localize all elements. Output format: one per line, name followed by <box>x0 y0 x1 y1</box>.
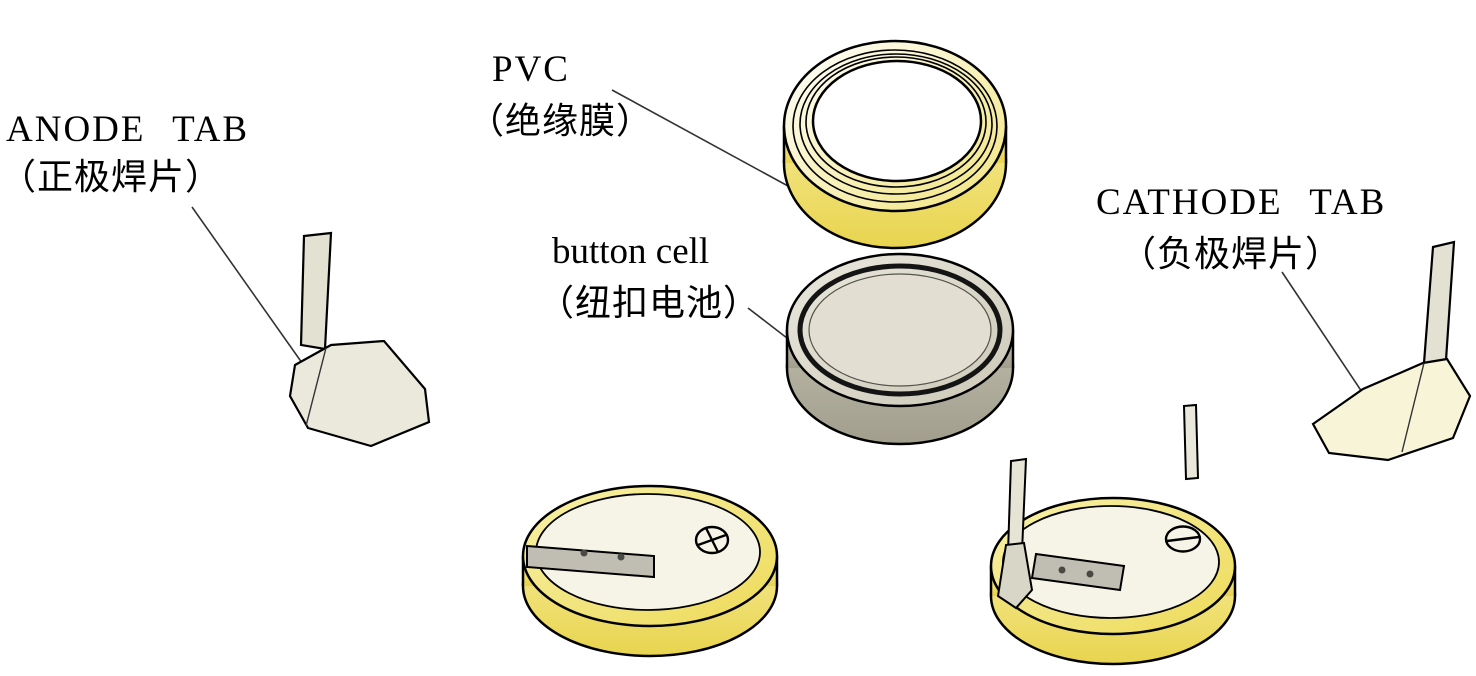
pvc-label-zh: （绝缘膜） <box>468 101 654 141</box>
weld-spot <box>1086 570 1094 578</box>
button-cell-label-en: button cell <box>552 231 710 272</box>
anode-tab-crease <box>305 347 327 427</box>
anode-tab-pad <box>288 339 431 448</box>
cathode-cell-back-tab <box>1182 403 1200 481</box>
anode-tab-stem <box>299 231 333 351</box>
pvc-ring-rim-line-mid <box>799 53 993 195</box>
anode-tab-label-en: ANODE TAB <box>6 109 250 150</box>
cathode-cell-front-tab-strip <box>1006 457 1028 555</box>
cell-with-cathode-tab <box>989 403 1237 666</box>
pvc-ring <box>782 39 1008 250</box>
button-cell <box>785 252 1015 446</box>
minus-polarity-icon <box>1164 525 1202 553</box>
cathode-tab-pad <box>1311 357 1472 462</box>
weld-spot <box>617 553 625 561</box>
cathode-tab-crease <box>1401 362 1425 453</box>
weld-spot <box>1058 566 1066 574</box>
pvc-ring-hole <box>811 59 983 183</box>
button-cell-gasket-ring <box>797 263 1003 397</box>
pvc-ring-rim-line-inner <box>805 56 987 188</box>
cell-with-anode-tab <box>521 484 779 658</box>
plus-polarity-icon <box>694 525 730 555</box>
anode-tab <box>288 231 431 448</box>
cathode-tab-stem <box>1422 240 1456 365</box>
pvc-label-en: PVC <box>492 49 570 90</box>
cathode-tab-label-zh: （负极焊片） <box>1120 234 1343 274</box>
cathode-tab-label-en: CATHODE TAB <box>1096 182 1387 223</box>
cathode-cell-tab-foot <box>996 541 1034 610</box>
anode-leader-line <box>191 206 313 378</box>
weld-spot <box>580 549 588 557</box>
pvc-ring-rim-line-outer <box>792 49 998 203</box>
cathode-leader-line <box>1281 271 1367 399</box>
button-cell-label-zh: （纽扣电池） <box>538 283 761 323</box>
cathode-cell-tab-strip <box>1030 552 1126 592</box>
pvc-leader-line <box>611 89 789 187</box>
anode-tab-label-zh: （正极焊片） <box>0 157 223 197</box>
button-cell-inner-face <box>808 273 992 387</box>
cathode-tab <box>1311 240 1472 462</box>
